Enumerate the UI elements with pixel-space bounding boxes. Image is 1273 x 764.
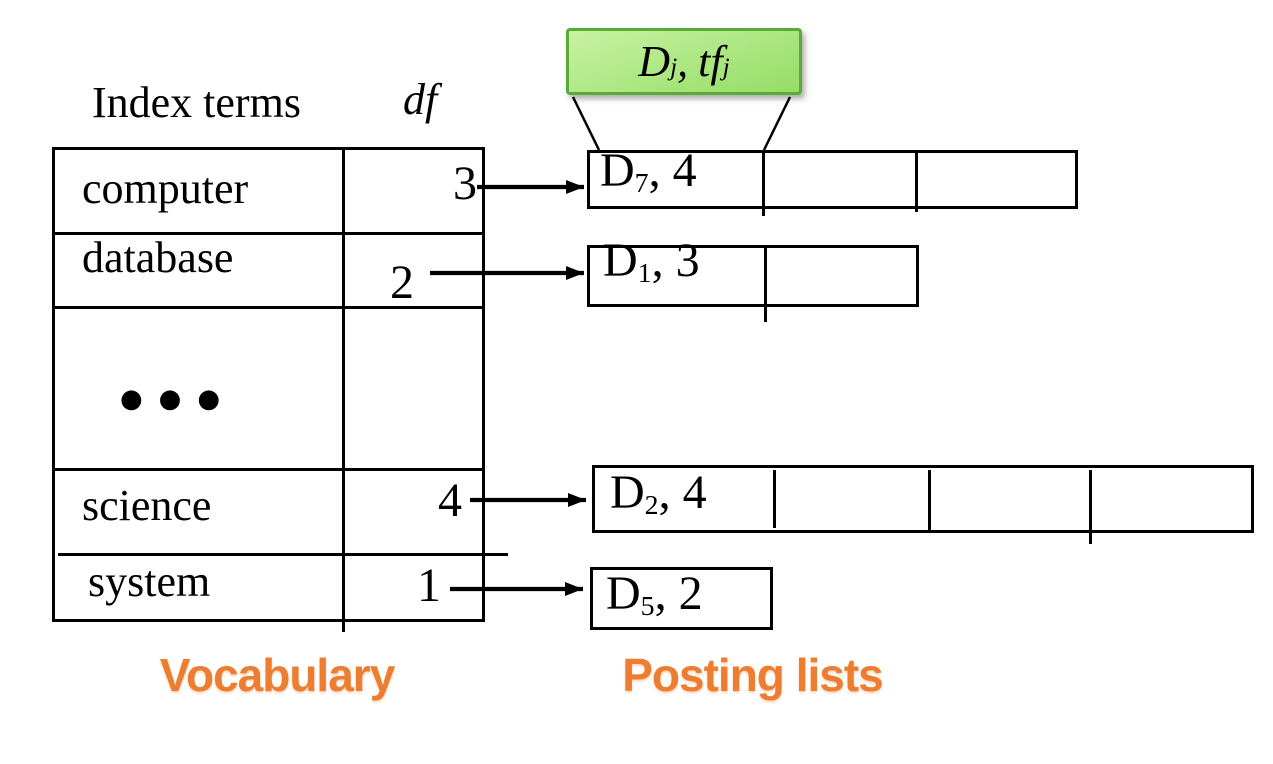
posting-cell-divider xyxy=(928,470,931,530)
row-divider-ellipsis-science xyxy=(52,468,485,471)
posting-cell-divider xyxy=(762,150,765,216)
posting-list-computer xyxy=(587,150,1078,209)
callout-tf-var: tf xyxy=(698,37,723,86)
posting-entry-system: D5, 2 xyxy=(606,567,703,623)
term-system: system xyxy=(88,557,211,606)
posting-entry-computer: D7, 4 xyxy=(600,144,697,200)
posting-list-system xyxy=(590,567,773,630)
posting-entry-science: D2, 4 xyxy=(610,466,707,522)
callout-leg-left xyxy=(571,96,601,151)
callout-separator: , xyxy=(677,37,689,86)
posting-entry-database: D1, 3 xyxy=(603,234,700,290)
vocabulary-caption: Vocabulary xyxy=(159,649,396,701)
posting-cell-divider xyxy=(915,151,918,212)
df-value-database: 2 xyxy=(390,256,414,309)
callout-tf-sub: j xyxy=(722,52,730,82)
df-value-science: 4 xyxy=(438,474,462,527)
df-value-system: 1 xyxy=(417,559,441,612)
vocabulary-df-column-divider xyxy=(342,147,345,632)
term-computer: computer xyxy=(82,164,249,213)
row-divider-science-system xyxy=(58,553,508,556)
vocabulary-table-border xyxy=(52,147,485,622)
vocabulary-header-df: df xyxy=(403,75,438,124)
row-divider-computer-database xyxy=(52,232,485,235)
row-divider-database-ellipsis xyxy=(52,306,485,309)
df-value-computer: 3 xyxy=(453,157,477,210)
callout-doc-var: D xyxy=(638,37,671,86)
vocabulary-header-index-terms: Index terms xyxy=(92,78,301,127)
posting-list-database xyxy=(587,245,919,307)
term-database: database xyxy=(82,233,234,282)
term-science: science xyxy=(82,481,212,530)
ellipsis-dots: ●●● xyxy=(120,384,237,414)
posting-list-science xyxy=(592,465,1254,533)
posting-cell-divider xyxy=(764,247,767,322)
posting-cell-divider xyxy=(773,470,776,528)
posting-cell-divider xyxy=(1089,470,1092,544)
callout-doc-sub: j xyxy=(670,52,678,82)
callout-leg-right xyxy=(762,96,792,151)
posting-lists-caption: Posting lists xyxy=(622,649,883,701)
